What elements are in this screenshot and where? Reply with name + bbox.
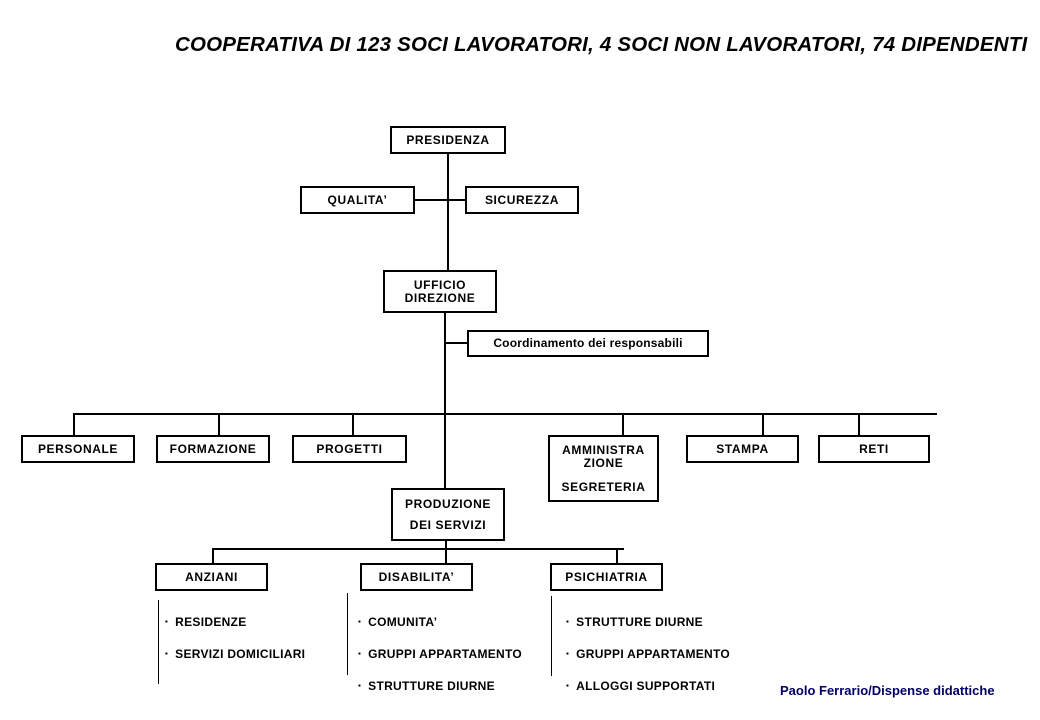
node-personale: PERSONALE <box>21 435 135 463</box>
credit-text: Paolo Ferrario/Dispense didattiche <box>780 683 995 698</box>
node-presidenza: PRESIDENZA <box>390 126 506 154</box>
square-bullet-icon: ▪ <box>165 649 169 658</box>
disabilita-list-rail <box>347 593 348 675</box>
list-item: ▪ STRUTTURE DIURNE <box>566 615 703 629</box>
node-presidenza-label: PRESIDENZA <box>406 132 490 147</box>
node-amministrazione-line-1: AMMINISTRA <box>562 442 645 457</box>
square-bullet-icon: ▪ <box>165 617 169 626</box>
connector-coordinamento-stub <box>444 342 467 344</box>
square-bullet-icon: ▪ <box>566 681 570 690</box>
connector-drop-anziani <box>212 548 214 563</box>
node-progetti: PROGETTI <box>292 435 407 463</box>
square-bullet-icon: ▪ <box>358 649 362 658</box>
node-reti-label: RETI <box>859 441 889 456</box>
list-item-label: STRUTTURE DIURNE <box>368 679 495 693</box>
node-coordinamento: Coordinamento dei responsabili <box>467 330 709 357</box>
connector-lower-horizontal <box>212 548 624 550</box>
list-item: ▪ STRUTTURE DIURNE <box>358 679 495 693</box>
list-item: ▪ RESIDENZE <box>165 615 247 629</box>
node-psichiatria: PSICHIATRIA <box>550 563 663 591</box>
connector-drop-progetti <box>352 413 354 435</box>
node-disabilita-label: DISABILITA’ <box>378 569 455 584</box>
connector-produzione-disabilita <box>445 541 447 563</box>
connector-drop-psichiatria <box>616 548 618 563</box>
node-qualita-label: QUALITA’ <box>327 192 388 207</box>
node-disabilita: DISABILITA’ <box>360 563 473 591</box>
list-item: ▪ COMUNITA’ <box>358 615 437 629</box>
connector-drop-formazione <box>218 413 220 435</box>
node-ufficio-direzione-line-1: UFFICIO <box>413 277 467 292</box>
node-ufficio-direzione-line-2: DIREZIONE <box>404 290 476 305</box>
connector-drop-amministrazione <box>622 413 624 435</box>
list-item: ▪ GRUPPI APPARTAMENTO <box>358 647 522 661</box>
node-produzione-line-1: PRODUZIONE <box>404 496 491 511</box>
connector-presidenza-ufficio <box>447 154 449 270</box>
node-amministrazione-line-2: ZIONE <box>583 455 624 470</box>
node-produzione-line-2: DEI SERVIZI <box>409 517 487 532</box>
chart-title-line-2: 4 SOCI NON LAVORATORI, 74 DIPENDENTI <box>599 33 1028 56</box>
list-item-label: ALLOGGI SUPPORTATI <box>576 679 716 693</box>
node-coordinamento-label: Coordinamento dei responsabili <box>493 336 683 350</box>
node-psichiatria-label: PSICHIATRIA <box>565 569 648 584</box>
connector-main-horizontal <box>73 413 937 415</box>
list-item-label: STRUTTURE DIURNE <box>576 615 703 629</box>
node-progetti-label: PROGETTI <box>316 441 383 456</box>
node-amministrazione-segreteria: AMMINISTRA ZIONE SEGRETERIA <box>548 435 659 502</box>
node-ufficio-direzione: UFFICIO DIREZIONE <box>383 270 497 313</box>
list-item-label: GRUPPI APPARTAMENTO <box>576 647 731 661</box>
square-bullet-icon: ▪ <box>566 617 570 626</box>
chart-title: COOPERATIVA DI 123 SOCI LAVORATORI, 4 SO… <box>175 30 1027 59</box>
square-bullet-icon: ▪ <box>358 617 362 626</box>
list-item: ▪ ALLOGGI SUPPORTATI <box>566 679 715 693</box>
node-produzione-servizi: PRODUZIONE DEI SERVIZI <box>391 488 505 541</box>
connector-qualita-sicurezza <box>415 199 465 201</box>
node-personale-label: PERSONALE <box>37 441 119 456</box>
node-anziani-label: ANZIANI <box>185 569 238 584</box>
list-item: ▪ GRUPPI APPARTAMENTO <box>566 647 730 661</box>
square-bullet-icon: ▪ <box>358 681 362 690</box>
list-item-label: GRUPPI APPARTAMENTO <box>368 647 523 661</box>
node-amministrazione-line-3: SEGRETERIA <box>561 479 646 494</box>
square-bullet-icon: ▪ <box>566 649 570 658</box>
node-stampa: STAMPA <box>686 435 799 463</box>
list-item-label: SERVIZI DOMICILIARI <box>175 647 306 661</box>
list-item-label: RESIDENZE <box>175 615 247 629</box>
anziani-list-rail <box>158 600 159 684</box>
node-sicurezza: SICUREZZA <box>465 186 579 214</box>
node-reti: RETI <box>818 435 930 463</box>
list-item: ▪ SERVIZI DOMICILIARI <box>165 647 305 661</box>
connector-drop-stampa <box>762 413 764 435</box>
list-item-label: COMUNITA’ <box>368 615 438 629</box>
connector-drop-personale <box>73 413 75 435</box>
connector-drop-reti <box>858 413 860 435</box>
node-anziani: ANZIANI <box>155 563 268 591</box>
node-formazione-label: FORMAZIONE <box>169 441 257 456</box>
node-sicurezza-label: SICUREZZA <box>484 192 560 207</box>
node-formazione: FORMAZIONE <box>156 435 270 463</box>
node-qualita: QUALITA’ <box>300 186 415 214</box>
node-stampa-label: STAMPA <box>716 441 769 456</box>
psichiatria-list-rail <box>551 596 552 676</box>
connector-ufficio-produzione <box>444 313 446 488</box>
chart-title-line-1: COOPERATIVA DI 123 SOCI LAVORATORI, <box>175 33 594 56</box>
